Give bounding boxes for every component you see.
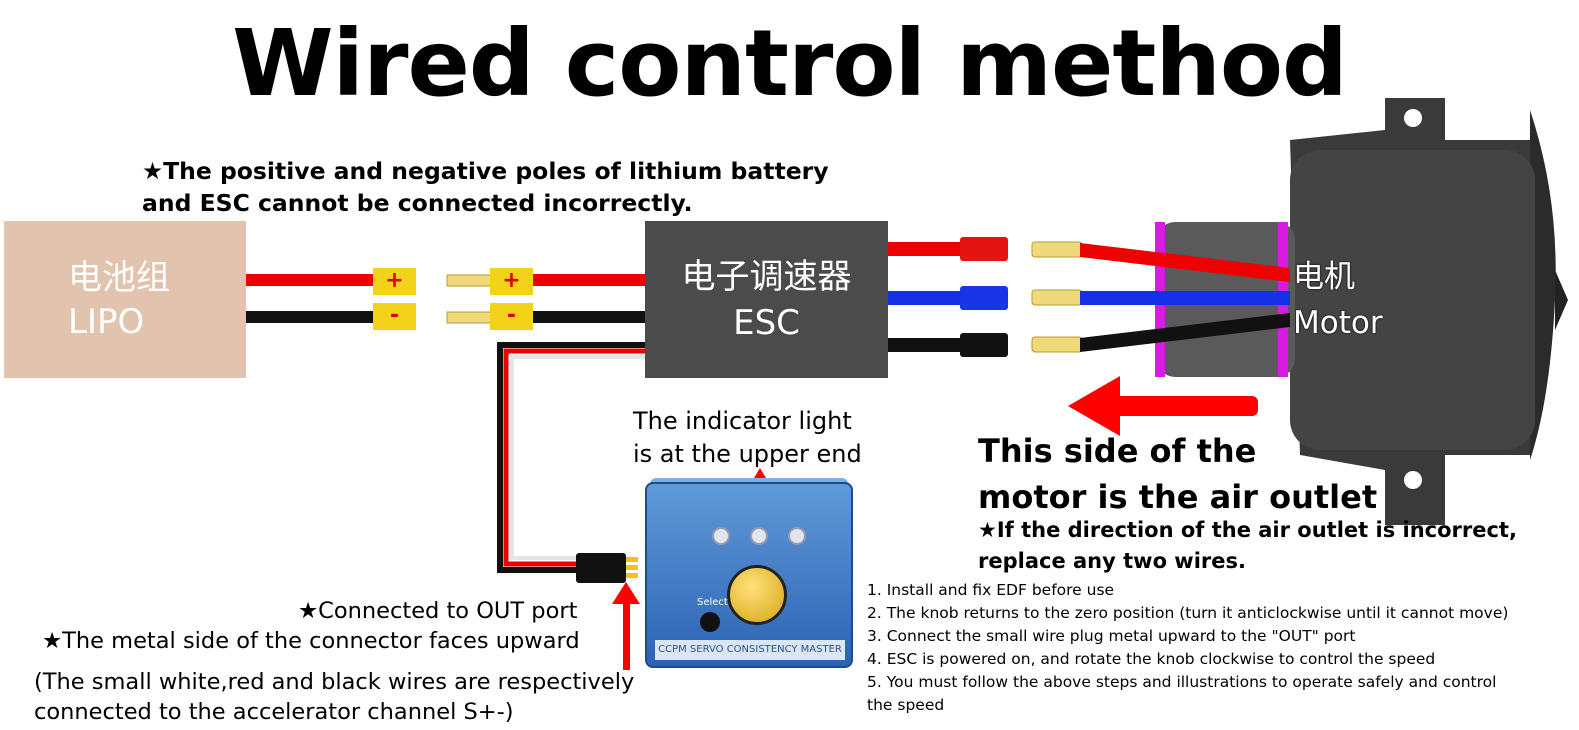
air-outlet-note-line1: ★If the direction of the air outlet is i…: [978, 518, 1517, 542]
step-4: 4. ESC is powered on, and rotate the kno…: [867, 650, 1436, 668]
step-5: 5. You must follow the above steps and i…: [867, 673, 1497, 691]
air-outlet-note-line2: replace any two wires.: [978, 549, 1246, 573]
indicator-note-line1: The indicator light: [633, 407, 852, 435]
select-label: Select: [697, 597, 728, 608]
air-outlet-note: This side of the motor is the air outlet: [978, 428, 1377, 520]
lipo-label-en: LIPO: [68, 301, 145, 342]
step-2: 2. The knob returns to the zero position…: [867, 604, 1509, 622]
wires-note-line2: connected to the accelerator channel S+-…: [34, 699, 514, 725]
lipo-battery: 电池组 LIPO: [4, 221, 246, 378]
tester-brand-label: CCPM SERVO CONSISTENCY MASTER: [655, 640, 845, 660]
page-title: Wired control method: [232, 10, 1348, 117]
polarity-warning-line2: and ESC cannot be connected incorrectly.: [142, 189, 693, 217]
esc-box: 电子调速器 ESC: [645, 221, 888, 378]
out-port-note-1: ★Connected to OUT port: [298, 598, 578, 624]
polarity-warning: ★The positive and negative poles of lith…: [142, 155, 829, 219]
esc-label-en: ESC: [733, 302, 800, 343]
esc-label-cn: 电子调速器: [681, 256, 852, 297]
air-outlet-line2: motor is the air outlet: [978, 478, 1378, 516]
led-indicator-3: [788, 527, 806, 545]
lipo-label-cn: 电池组: [68, 257, 170, 298]
speed-knob: [727, 565, 787, 625]
battery-connector-positive: +: [373, 268, 416, 295]
out-port-arrow: [612, 582, 640, 670]
battery-connector-negative: -: [373, 303, 416, 330]
led-indicator-1: [712, 527, 730, 545]
air-outlet-arrow: [1068, 376, 1258, 436]
indicator-note-line2: is at the upper end: [633, 440, 862, 468]
air-outlet-line1: This side of the: [978, 432, 1257, 470]
led-indicator-2: [750, 527, 768, 545]
polarity-warning-line1: ★The positive and negative poles of lith…: [142, 157, 829, 185]
out-port-note-2: ★The metal side of the connector faces u…: [42, 628, 580, 654]
select-button: [700, 612, 720, 632]
motor-label: 电机 Motor: [1293, 254, 1383, 346]
air-outlet-direction-note: ★If the direction of the air outlet is i…: [978, 515, 1517, 577]
wires-note: (The small white,red and black wires are…: [34, 667, 634, 727]
step-3: 3. Connect the small wire plug metal upw…: [867, 627, 1356, 645]
indicator-note: The indicator light is at the upper end: [633, 405, 862, 471]
esc-connector-negative: -: [490, 303, 533, 330]
step-1: 1. Install and fix EDF before use: [867, 581, 1115, 599]
motor-label-en: Motor: [1293, 305, 1383, 341]
step-5-continued: the speed: [867, 696, 945, 714]
wires-note-line1: (The small white,red and black wires are…: [34, 669, 635, 695]
motor-label-cn: 电机: [1293, 259, 1355, 295]
esc-connector-positive: +: [490, 268, 533, 295]
